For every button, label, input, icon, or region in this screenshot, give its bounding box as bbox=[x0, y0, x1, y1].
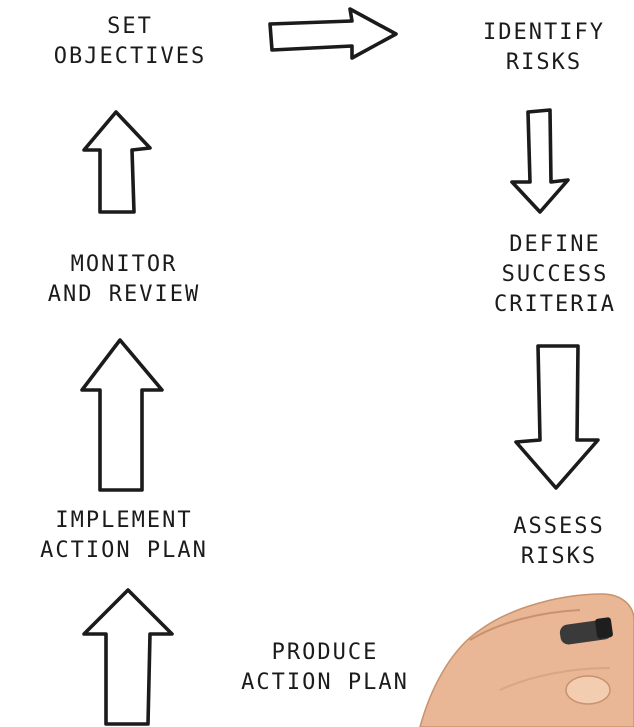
step-monitor-and-review: MONITOR AND REVIEW bbox=[47, 252, 201, 307]
step-implement-action-plan: IMPLEMENT ACTION PLAN bbox=[40, 508, 208, 563]
arrow-up-icon bbox=[82, 110, 152, 214]
step-assess-risks: ASSESS RISKS bbox=[513, 514, 605, 569]
step-set-objectives: SET OBJECTIVES bbox=[53, 14, 207, 69]
hand-with-marker-icon bbox=[419, 593, 634, 727]
step-produce-action-plan: PRODUCE ACTION PLAN bbox=[241, 640, 409, 695]
step-define-success-criteria: DEFINE SUCCESS CRITERIA bbox=[494, 232, 616, 317]
arrow-right-icon bbox=[268, 7, 398, 60]
arrow-down-icon bbox=[514, 344, 600, 490]
arrow-up-icon bbox=[82, 588, 174, 726]
arrow-down-icon bbox=[510, 108, 570, 214]
arrow-up-icon bbox=[80, 338, 164, 492]
step-identify-risks: IDENTIFY RISKS bbox=[483, 20, 605, 75]
